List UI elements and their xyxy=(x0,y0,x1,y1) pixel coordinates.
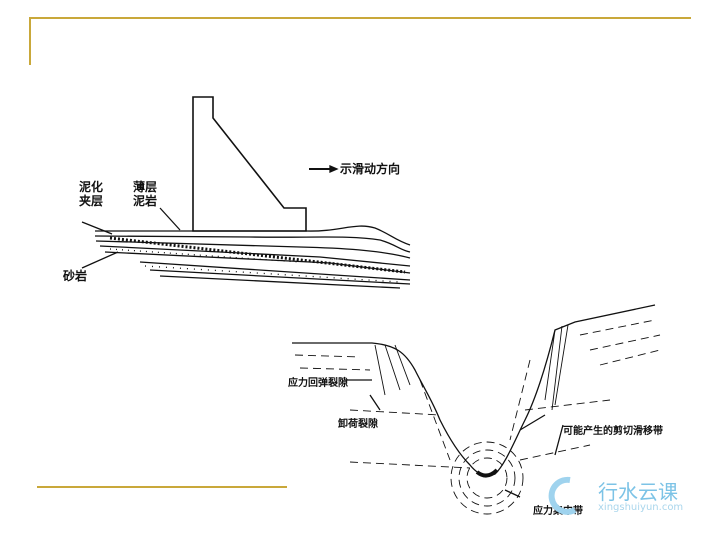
label-line-1: 薄层 xyxy=(133,180,158,194)
watermark-name: 行水云课 xyxy=(598,480,678,504)
footer-rule xyxy=(37,486,287,488)
label-thin-mudstone: 薄层 泥岩 xyxy=(133,180,157,208)
watermark-url: xingshuiyun.com xyxy=(598,502,684,513)
label-line-1: 泥化 xyxy=(79,180,104,194)
valley-diagram xyxy=(292,304,661,515)
label-muddy-interlayer: 泥化 夹层 xyxy=(79,180,103,208)
label-sandstone: 砂岩 xyxy=(63,269,88,283)
label-slide-direction: 示滑动方向 xyxy=(340,162,401,176)
label-unloading-fissure: 卸荷裂隙 xyxy=(338,419,378,430)
title-rule-top xyxy=(30,17,691,19)
title-rule-left xyxy=(29,17,31,65)
label-line-2: 夹层 xyxy=(79,194,104,208)
arrow-icon xyxy=(309,165,339,173)
rock-layers xyxy=(81,207,411,289)
label-shear-zone: 可能产生的剪切滑移带 xyxy=(563,426,663,437)
label-rebound-fissure: 应力回弹裂隙 xyxy=(288,378,348,389)
label-line-2: 泥岩 xyxy=(133,194,158,208)
